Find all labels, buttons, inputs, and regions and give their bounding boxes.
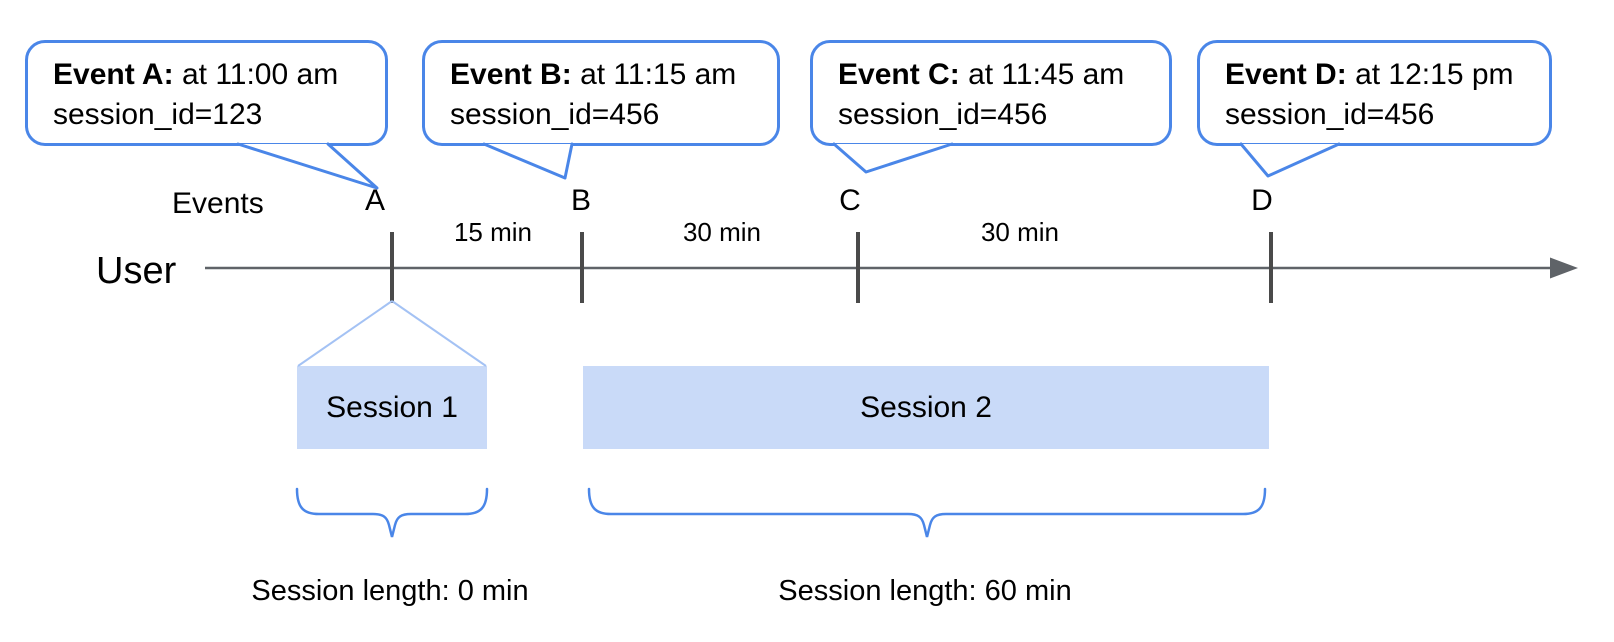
event-marker-b: B — [570, 184, 592, 217]
event-d-bubble-tail — [1239, 142, 1341, 178]
event-b-bubble: Event B:at 11:15 am session_id=456 — [422, 40, 780, 146]
event-a-bubble-tail — [236, 142, 379, 190]
event-c-title: Event C: — [838, 58, 960, 91]
event-d-session-id: session_id=456 — [1225, 98, 1435, 131]
event-marker-c: C — [839, 184, 861, 217]
event-a-title: Event A: — [53, 58, 174, 91]
events-row-label: Events — [172, 187, 264, 220]
session1-length-label: Session length: 0 min — [251, 575, 529, 607]
session2-bar: Session 2 — [583, 366, 1269, 449]
interval-a-b-label: 15 min — [453, 217, 533, 247]
event-b-time: at 11:15 am — [580, 58, 737, 91]
event-a-bubble: Event A:at 11:00 am session_id=123 — [25, 40, 388, 146]
event-a-time: at 11:00 am — [181, 58, 339, 91]
event-marker-a: A — [364, 184, 386, 217]
session2-length-label: Session length: 60 min — [778, 575, 1072, 607]
event-c-time: at 11:45 am — [968, 58, 1125, 91]
session1-funnel-right-line — [391, 300, 487, 367]
event-b-title: Event B: — [450, 58, 572, 91]
user-row-label: User — [96, 250, 177, 292]
session1-funnel-left-line — [297, 300, 393, 367]
event-c-bubble: Event C:at 11:45 am session_id=456 — [810, 40, 1172, 146]
event-b-bubble-line1: Event B:at 11:15 am — [450, 55, 761, 95]
event-d-title: Event D: — [1225, 58, 1347, 91]
event-a-session-id: session_id=123 — [53, 98, 263, 131]
event-b-bubble-tail — [482, 142, 574, 180]
event-a-bubble-line1: Event A:at 11:00 am — [53, 55, 369, 95]
event-marker-d: D — [1251, 184, 1273, 217]
event-c-bubble-line1: Event C:at 11:45 am — [838, 55, 1153, 95]
event-c-bubble-tail — [832, 142, 954, 174]
session1-bar-label: Session 1 — [326, 390, 458, 424]
session2-length-brace — [587, 487, 1267, 538]
event-d-bubble: Event D:at 12:15 pm session_id=456 — [1197, 40, 1552, 146]
session1-length-brace — [295, 487, 489, 538]
event-d-time: at 12:15 pm — [1355, 58, 1514, 91]
event-c-session-id: session_id=456 — [838, 98, 1048, 131]
session1-bar: Session 1 — [297, 366, 487, 449]
interval-c-d-label: 30 min — [980, 217, 1060, 247]
session2-bar-label: Session 2 — [860, 390, 992, 424]
event-d-bubble-line1: Event D:at 12:15 pm — [1225, 55, 1533, 95]
event-b-session-id: session_id=456 — [450, 98, 660, 131]
interval-b-c-label: 30 min — [682, 217, 762, 247]
timeline-arrowhead-icon — [1550, 257, 1578, 279]
